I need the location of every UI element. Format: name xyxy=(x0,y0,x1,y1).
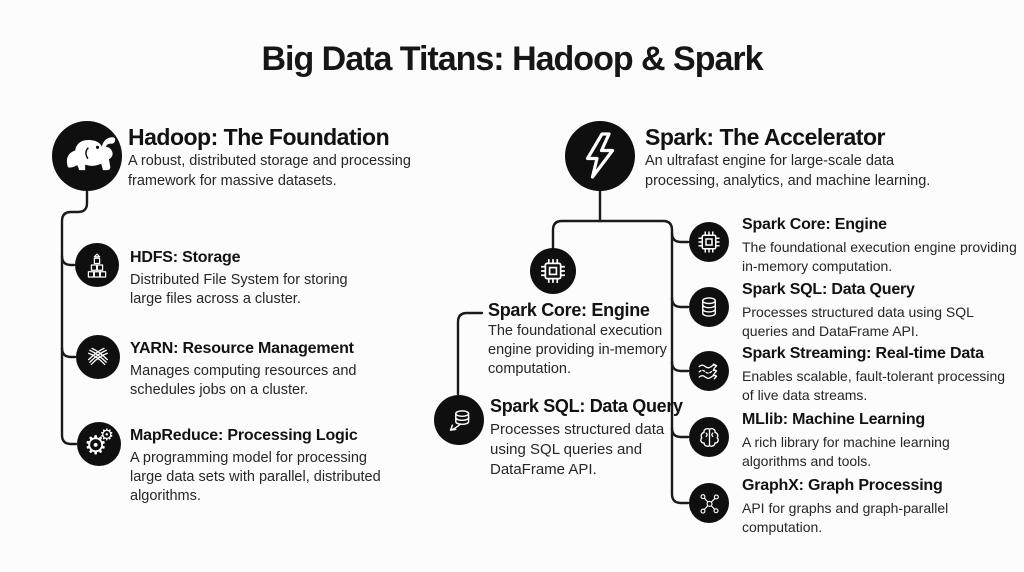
hadoop-heading: Hadoop: The Foundation xyxy=(128,124,390,150)
spark-description: An ultrafast engine for large-scale data… xyxy=(645,153,931,189)
yarn-description: Manages computing resources and schedule… xyxy=(130,363,357,398)
spark-core-heading: Spark Core: Engine xyxy=(742,216,887,233)
spark-heading: Spark: The Accelerator xyxy=(645,124,885,150)
spark-core-circle xyxy=(689,222,729,262)
yarn-icon xyxy=(87,347,109,366)
spark-sql-mid-circle xyxy=(434,395,484,445)
spark-sql-circle xyxy=(689,287,729,327)
waves-icon xyxy=(698,363,718,380)
lightning-icon xyxy=(585,132,615,179)
hdfs-node-circle xyxy=(75,243,119,287)
graphx-description: API for graphs and graph-parallel comput… xyxy=(742,500,949,535)
mapreduce-node-circle: ⚙ ⚙ xyxy=(77,422,121,466)
spark-sql-mid-description: Processes structured data using SQL quer… xyxy=(490,421,665,478)
graphx-circle xyxy=(689,483,729,523)
blocks-icon xyxy=(87,253,107,278)
page-title: Big Data Titans: Hadoop & Spark xyxy=(261,40,763,78)
graph-nodes-icon xyxy=(699,493,719,514)
brain-icon xyxy=(699,427,719,447)
hdfs-heading: HDFS: Storage xyxy=(130,249,241,266)
gear-small-icon: ⚙ xyxy=(99,425,114,444)
database-export-icon xyxy=(449,410,470,431)
graphx-heading: GraphX: Graph Processing xyxy=(742,477,943,494)
chip-icon xyxy=(698,231,720,253)
spark-sql-mid-heading: Spark SQL: Data Query xyxy=(490,396,683,416)
hadoop-elephant-icon xyxy=(66,137,116,171)
hadoop-node-circle xyxy=(52,121,122,191)
spark-streaming-description: Enables scalable, fault-tolerant process… xyxy=(742,368,1006,403)
spark-streaming-heading: Spark Streaming: Real-time Data xyxy=(742,345,984,362)
spark-streaming-circle xyxy=(689,351,729,391)
mllib-description: A rich library for machine learning algo… xyxy=(742,434,950,469)
hdfs-description: Distributed File System for storing larg… xyxy=(130,272,348,307)
spark-sql-heading: Spark SQL: Data Query xyxy=(742,281,915,298)
spark-core-mid-description: The foundational execution engine provid… xyxy=(488,323,667,377)
mapreduce-heading: MapReduce: Processing Logic xyxy=(130,427,358,444)
spark-core-mid-heading: Spark Core: Engine xyxy=(488,300,650,320)
spark-core-mid-circle xyxy=(530,248,576,294)
hadoop-description: A robust, distributed storage and proces… xyxy=(128,153,411,189)
mllib-circle xyxy=(689,417,729,457)
mapreduce-description: A programming model for processing large… xyxy=(130,450,381,504)
chip-icon xyxy=(541,259,565,283)
spark-core-description: The foundational execution engine provid… xyxy=(742,239,1017,274)
spark-sql-description: Processes structured data using SQL quer… xyxy=(742,304,974,339)
mllib-heading: MLlib: Machine Learning xyxy=(742,411,925,428)
yarn-node-circle xyxy=(76,335,120,379)
spark-node-circle xyxy=(565,121,635,191)
gears-icon: ⚙ xyxy=(84,431,108,461)
yarn-heading: YARN: Resource Management xyxy=(130,340,354,357)
database-icon xyxy=(702,297,716,317)
